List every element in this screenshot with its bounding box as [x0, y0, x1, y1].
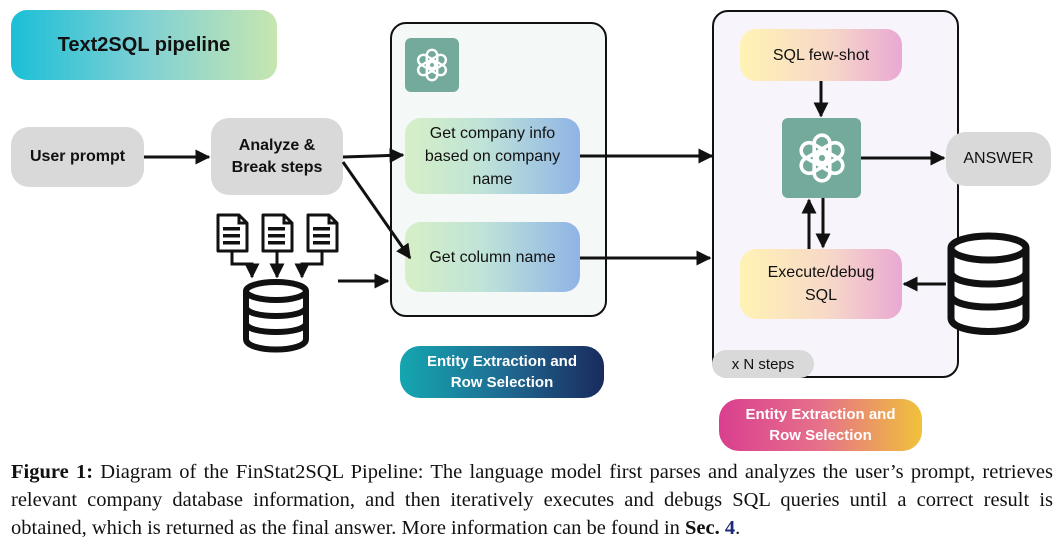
caption-text: Diagram of the FinStat2SQL Pipeline: The…: [11, 461, 1053, 539]
answer-node: ANSWER: [946, 132, 1051, 186]
caption-ref-link[interactable]: 4: [724, 517, 736, 539]
analyze-label-line2: Break steps: [231, 158, 323, 176]
entity-extraction-tag-right: Entity Extraction and Row Selection: [719, 399, 922, 451]
company-info-line1: Get company info: [429, 124, 556, 142]
few-shot-node: SQL few-shot: [740, 29, 902, 81]
analyze-node: Analyze & Break steps: [211, 118, 343, 195]
arrow-analyze-to-company: [342, 147, 405, 163]
tag-right-line2: Row Selection: [769, 427, 872, 444]
tag-right-line1: Entity Extraction and: [745, 406, 896, 423]
few-shot-label: SQL few-shot: [772, 46, 870, 64]
caption-label: Figure 1:: [11, 461, 94, 483]
steps-badge: x N steps: [712, 350, 814, 378]
entity-extraction-tag-left: Entity Extraction and Row Selection: [400, 346, 604, 398]
openai-logo-glyph: [416, 48, 448, 82]
arrow-analyze-to-column: [341, 161, 412, 260]
figure-caption: Figure 1: Diagram of the FinStat2SQL Pip…: [11, 458, 1053, 542]
document-icon: [216, 213, 249, 253]
caption-end: .: [735, 517, 741, 539]
answer-label: ANSWER: [963, 150, 1034, 167]
openai-logo-glyph: [798, 133, 845, 183]
user-prompt-label: User prompt: [29, 148, 126, 165]
arrow-doc3-to-db: [294, 252, 324, 279]
execute-debug-line2: SQL: [804, 287, 837, 304]
column-name-label: Get column name: [429, 248, 556, 266]
company-info-line3: name: [472, 170, 513, 188]
openai-logo-icon: [405, 38, 459, 92]
document-icon: [306, 213, 339, 253]
tag-left-line2: Row Selection: [450, 374, 554, 391]
company-info-node: Get company info based on company name: [405, 118, 580, 194]
pipeline-title: Text2SQL pipeline: [11, 10, 277, 80]
execute-debug-line1: Execute/debug: [767, 264, 875, 281]
diagram-connectors: [144, 81, 1030, 353]
user-prompt-node: User prompt: [11, 127, 144, 187]
arrow-doc1-to-db: [230, 252, 260, 279]
database-icon: [243, 279, 309, 353]
column-name-node: Get column name: [405, 222, 580, 292]
execute-debug-node: Execute/debug SQL: [740, 249, 902, 319]
steps-label: x N steps: [731, 355, 795, 373]
analyze-label-line1: Analyze &: [238, 136, 316, 154]
database-icon: [947, 232, 1030, 335]
openai-logo-icon: [782, 118, 861, 198]
company-info-line2: based on company: [424, 147, 561, 165]
document-icon: [261, 213, 294, 253]
tag-left-line1: Entity Extraction and: [426, 353, 578, 370]
caption-ref-label: Sec.: [685, 517, 720, 539]
